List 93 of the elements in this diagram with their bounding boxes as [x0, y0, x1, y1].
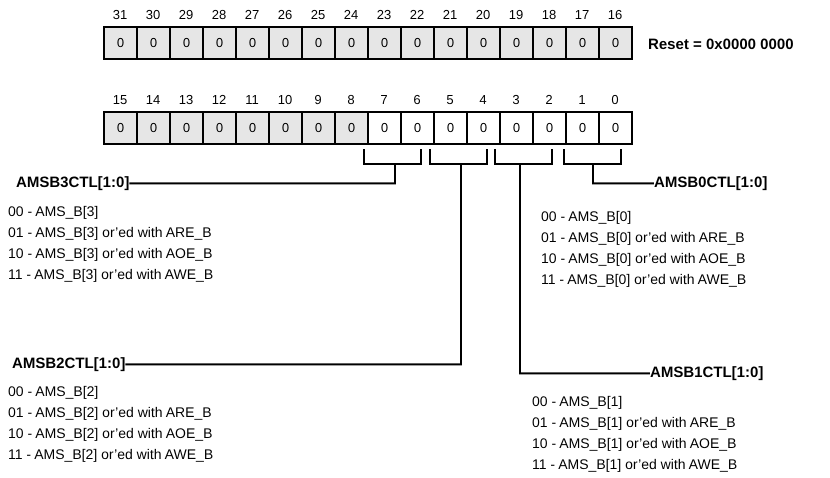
field-value-description: 01 - AMS_B[2] or’ed with ARE_B	[8, 404, 212, 422]
reserved-bit-cell: 0	[202, 111, 237, 145]
bracket	[363, 149, 422, 165]
bit-number: 26	[276, 8, 294, 21]
reserved-bit-cell: 0	[103, 26, 138, 60]
reserved-bit-cell: 0	[136, 111, 171, 145]
bracket	[563, 149, 622, 165]
bit-number: 7	[379, 93, 389, 106]
reserved-bit-cell: 0	[103, 111, 138, 145]
reserved-bit-cell: 0	[235, 111, 270, 145]
reserved-bit-cell: 0	[400, 26, 435, 60]
bit-value-cell: 0	[433, 111, 468, 145]
bit-number: 31	[112, 8, 128, 21]
bit-number: 20	[474, 8, 492, 21]
bit-value-cell: 0	[400, 111, 435, 145]
bit-number: 16	[606, 8, 624, 21]
reserved-bit-cell: 0	[268, 26, 303, 60]
field-name: AMSB1CTL[1:0]	[650, 364, 764, 383]
bit-number: 29	[178, 8, 194, 21]
leader-line	[592, 165, 654, 184]
bit-number: 22	[408, 8, 426, 21]
bit-number: 25	[310, 8, 326, 21]
reserved-bit-cell: 0	[499, 26, 534, 60]
bit-number: 24	[342, 8, 360, 21]
field-value-description: 11 - AMS_B[1] or’ed with AWE_B	[532, 456, 738, 474]
bit-number: 23	[376, 8, 392, 21]
reserved-bit-cell: 0	[202, 26, 237, 60]
bracket	[429, 149, 488, 165]
bit-number: 17	[574, 8, 590, 21]
field-value-description: 11 - AMS_B[2] or’ed with AWE_B	[8, 446, 214, 464]
bit-number: 8	[346, 93, 356, 106]
reserved-bit-cell: 0	[334, 26, 369, 60]
reserved-bit-cell: 0	[598, 26, 633, 60]
bit-number: 9	[313, 93, 323, 106]
bit-number: 30	[144, 8, 162, 21]
bit-number: 10	[276, 93, 294, 106]
bit-value-cell: 0	[598, 111, 633, 145]
field-value-description: 10 - AMS_B[1] or’ed with AOE_B	[532, 435, 736, 452]
bit-number: 21	[442, 8, 458, 21]
reserved-bit-cell: 0	[301, 111, 336, 145]
field-value-description: 11 - AMS_B[3] or’ed with AWE_B	[8, 266, 214, 284]
field-name: AMSB0CTL[1:0]	[654, 174, 768, 193]
field-name: AMSB3CTL[1:0]	[16, 174, 130, 193]
reserved-bit-cell: 0	[136, 26, 171, 60]
field-value-description: 00 - AMS_B[0]	[541, 208, 632, 226]
reserved-bit-cell: 0	[433, 26, 468, 60]
reserved-bit-cell: 0	[367, 26, 402, 60]
leader-line	[519, 165, 650, 374]
bit-number: 27	[244, 8, 260, 21]
leader-line	[129, 165, 396, 184]
field-value-description: 11 - AMS_B[0] or’ed with AWE_B	[541, 271, 746, 288]
bit-number: 6	[412, 93, 422, 106]
reserved-bit-cell: 0	[169, 26, 204, 60]
bit-number: 13	[178, 93, 194, 106]
reserved-bit-cell: 0	[235, 26, 270, 60]
bit-number: 4	[478, 93, 488, 106]
field-name: AMSB2CTL[1:0]	[12, 355, 126, 374]
reserved-bit-cell: 0	[169, 111, 204, 145]
field-value-description: 00 - AMS_B[1]	[532, 393, 622, 410]
bit-number: 1	[577, 93, 587, 106]
bit-number: 5	[445, 93, 455, 106]
field-value-description: 10 - AMS_B[0] or’ed with AOE_B	[541, 250, 746, 268]
reset-value-text: Reset = 0x0000 0000	[648, 35, 794, 55]
field-value-description: 01 - AMS_B[0] or’ed with ARE_B	[541, 229, 745, 246]
field-value-description: 01 - AMS_B[3] or’ed with ARE_B	[8, 224, 212, 242]
reserved-bit-cell: 0	[301, 26, 336, 60]
bit-number: 12	[210, 93, 228, 106]
reserved-bit-cell: 0	[565, 26, 600, 60]
bit-number: 3	[511, 93, 521, 106]
field-value-description: 10 - AMS_B[2] or’ed with AOE_B	[8, 425, 212, 442]
bit-value-cell: 0	[532, 111, 567, 145]
bit-number: 14	[144, 93, 162, 106]
bit-number: 11	[244, 93, 260, 106]
bit-number: 2	[544, 93, 554, 106]
reserved-bit-cell: 0	[466, 26, 501, 60]
reserved-bit-cell: 0	[334, 111, 369, 145]
bit-value-cell: 0	[565, 111, 600, 145]
bit-number: 19	[508, 8, 524, 21]
field-value-description: 10 - AMS_B[3] or’ed with AOE_B	[8, 245, 212, 262]
bit-number: 0	[610, 93, 620, 106]
bit-value-cell: 0	[367, 111, 402, 145]
leader-line	[125, 165, 462, 366]
bit-number: 18	[540, 8, 558, 21]
bit-number: 28	[210, 8, 228, 21]
bit-number: 15	[112, 93, 128, 106]
reserved-bit-cell: 0	[532, 26, 567, 60]
field-value-description: 00 - AMS_B[3]	[8, 203, 98, 220]
field-value-description: 01 - AMS_B[1] or’ed with ARE_B	[532, 414, 736, 432]
bit-value-cell: 0	[466, 111, 501, 145]
field-value-description: 00 - AMS_B[2]	[8, 383, 98, 400]
reserved-bit-cell: 0	[268, 111, 303, 145]
bracket	[494, 149, 553, 165]
bit-value-cell: 0	[499, 111, 534, 145]
